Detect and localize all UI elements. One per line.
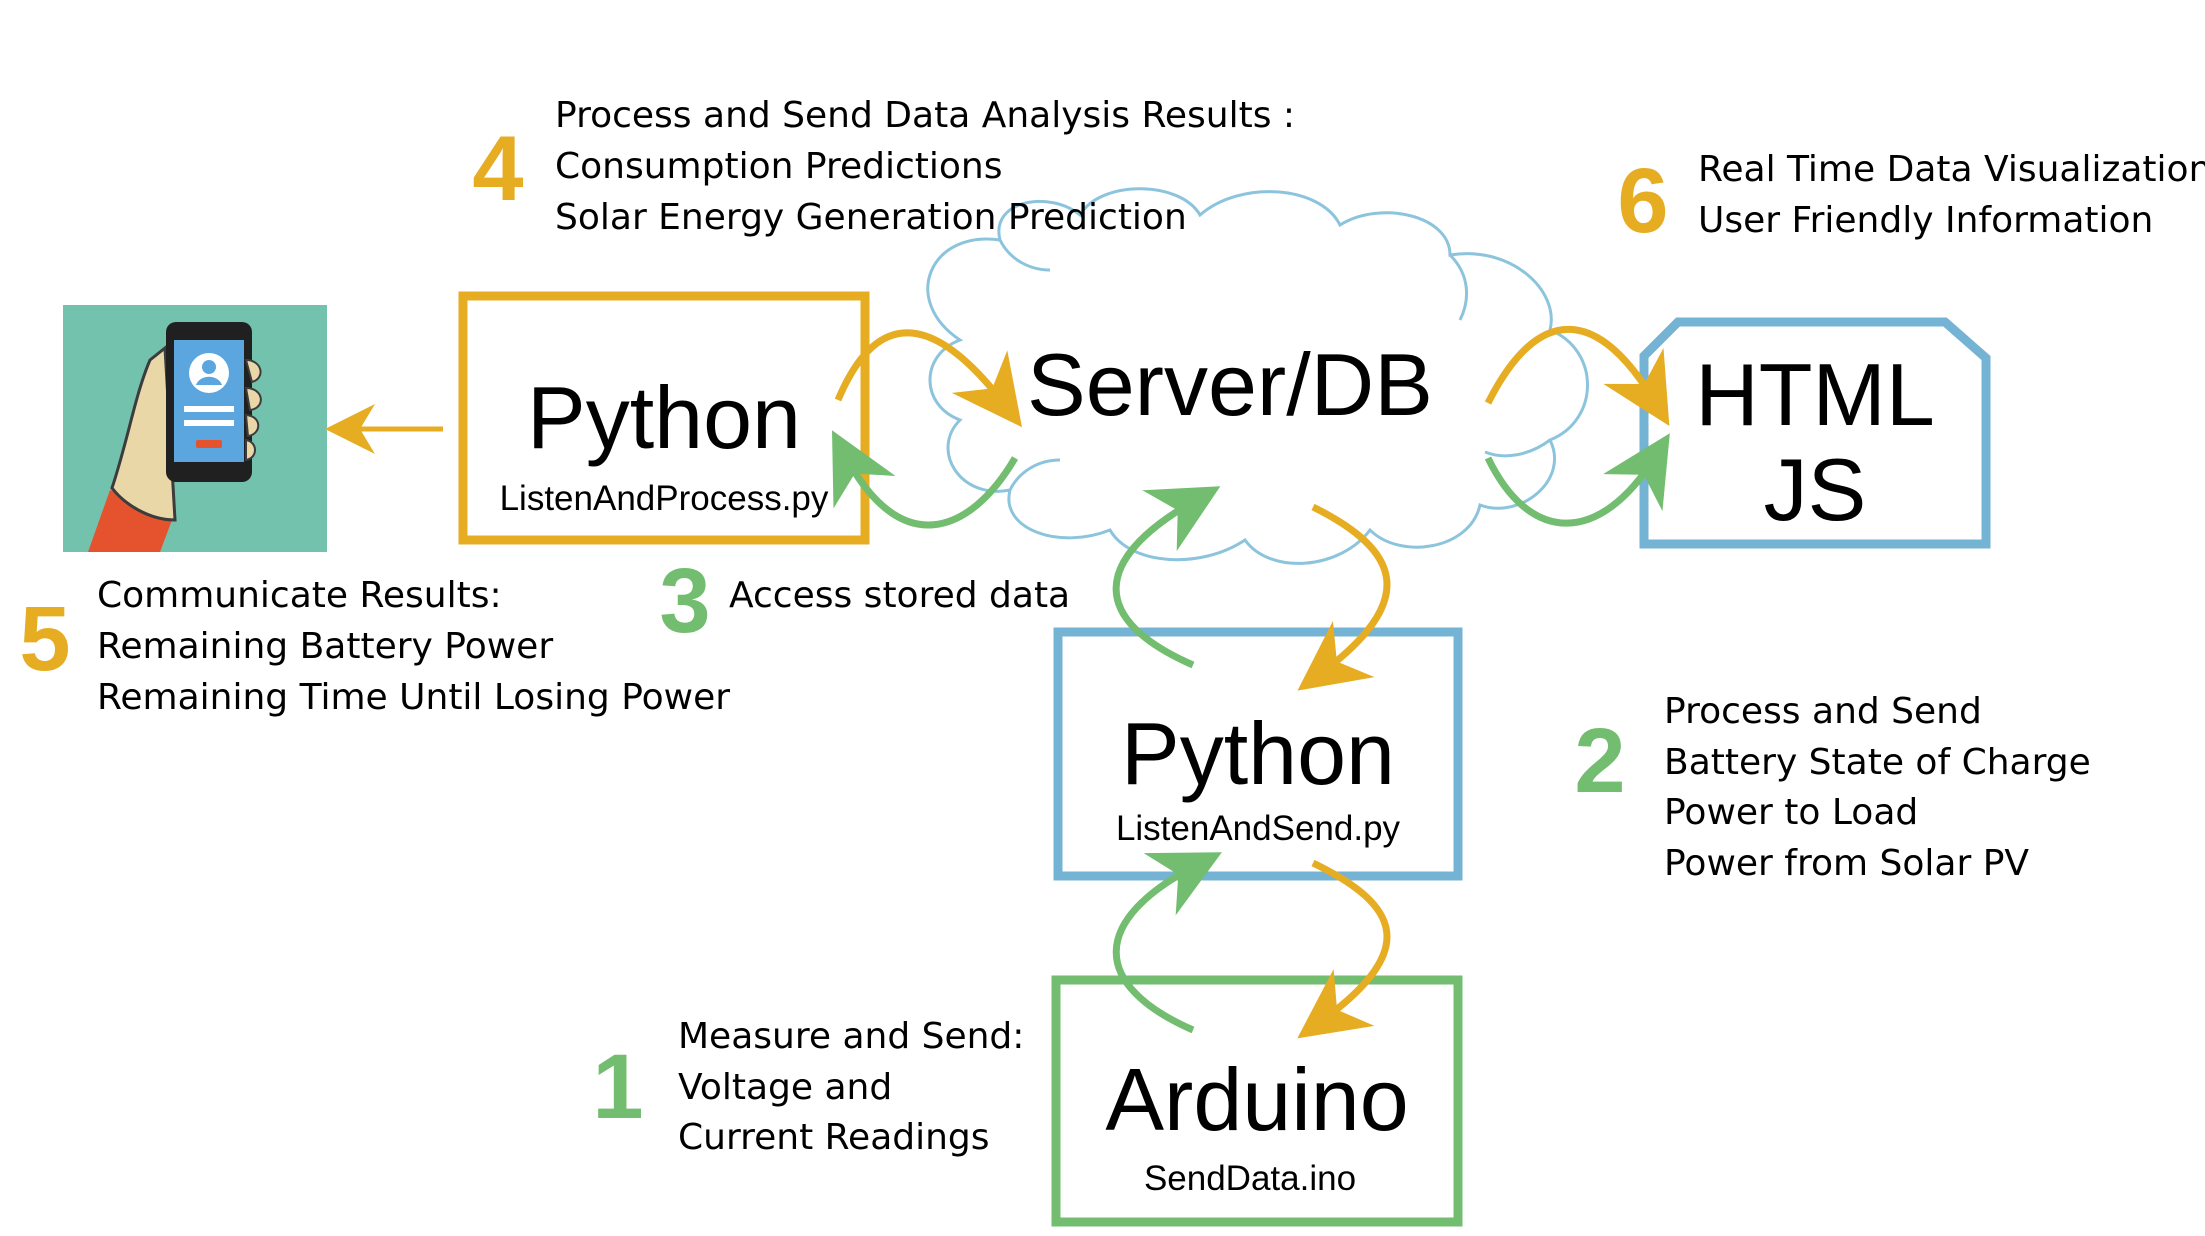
step-2-line-3: Power to Load	[1664, 792, 1918, 833]
step-5-number: 5	[19, 588, 70, 690]
step-3-number: 3	[659, 550, 710, 652]
step-2-line-1: Process and Send	[1664, 691, 1982, 732]
step-1-line-3: Current Readings	[678, 1117, 990, 1158]
arrow-server-to-python	[831, 430, 1019, 529]
step-5-line-2: Remaining Battery Power	[97, 626, 553, 667]
step-6-line-2: User Friendly Information	[1698, 200, 2153, 241]
arrow-pysend-to-arduino	[1297, 859, 1391, 1039]
step-3-line-1: Access stored data	[729, 575, 1070, 616]
step-1-number: 1	[592, 1036, 643, 1138]
arrows	[325, 325, 1670, 1039]
step-5-line-3: Remaining Time Until Losing Power	[97, 677, 730, 718]
step-2-line-4: Power from Solar PV	[1664, 843, 2029, 884]
python-process-file: ListenAndProcess.py	[500, 479, 829, 518]
step-6-number: 6	[1617, 150, 1668, 252]
python-process-title: Python	[527, 368, 801, 467]
step-5-line-1: Communicate Results:	[97, 575, 502, 616]
arrow-python-to-server	[834, 329, 1023, 428]
arduino-title: Arduino	[1105, 1050, 1408, 1149]
step-6-line-1: Real Time Data Visualizations	[1698, 149, 2205, 190]
step-6-annotation: 6 Real Time Data Visualizations User Fri…	[1617, 149, 2205, 252]
arrow-pysend-to-server	[1112, 486, 1221, 669]
arduino-file: SendData.ino	[1144, 1159, 1356, 1198]
step-4-line-2: Consumption Predictions	[555, 146, 1002, 187]
step-5-annotation: 5 Communicate Results: Remaining Battery…	[19, 575, 730, 718]
python-listen-and-process-box: Python ListenAndProcess.py	[458, 291, 870, 545]
step-2-annotation: 2 Process and Send Battery State of Char…	[1574, 691, 2090, 884]
step-2-line-2: Battery State of Charge	[1664, 742, 2091, 783]
js-label: JS	[1764, 440, 1867, 539]
python-send-file: ListenAndSend.py	[1116, 809, 1401, 848]
step-1-annotation: 1 Measure and Send: Voltage and Current …	[592, 1016, 1024, 1158]
smartphone-in-hand-icon	[63, 305, 327, 552]
arrow-server-to-html	[1484, 325, 1670, 427]
server-db-label: Server/DB	[1027, 335, 1433, 434]
step-1-line-2: Voltage and	[678, 1067, 892, 1108]
step-1-line-1: Measure and Send:	[678, 1016, 1024, 1057]
arrow-server-to-pysend	[1297, 503, 1391, 691]
step-3-annotation: 3 Access stored data	[659, 550, 1070, 652]
html-label: HTML	[1695, 345, 1935, 444]
arduino-box: Arduino SendData.ino	[1051, 975, 1463, 1227]
step-4-line-3: Solar Energy Generation Prediction	[555, 197, 1187, 238]
step-4-annotation: 4 Process and Send Data Analysis Results…	[472, 95, 1295, 238]
arrow-server-to-html-green	[1484, 433, 1670, 527]
server-db-cloud: Server/DB	[926, 187, 1589, 565]
python-send-title: Python	[1121, 704, 1395, 803]
python-listen-and-send-box: Python ListenAndSend.py	[1053, 627, 1463, 881]
arrow-arduino-to-pysend	[1112, 852, 1222, 1034]
step-4-number: 4	[472, 118, 523, 220]
html-js-box: HTML JS	[1639, 317, 1991, 549]
step-4-line-1: Process and Send Data Analysis Results :	[555, 95, 1295, 136]
step-2-number: 2	[1574, 710, 1625, 812]
